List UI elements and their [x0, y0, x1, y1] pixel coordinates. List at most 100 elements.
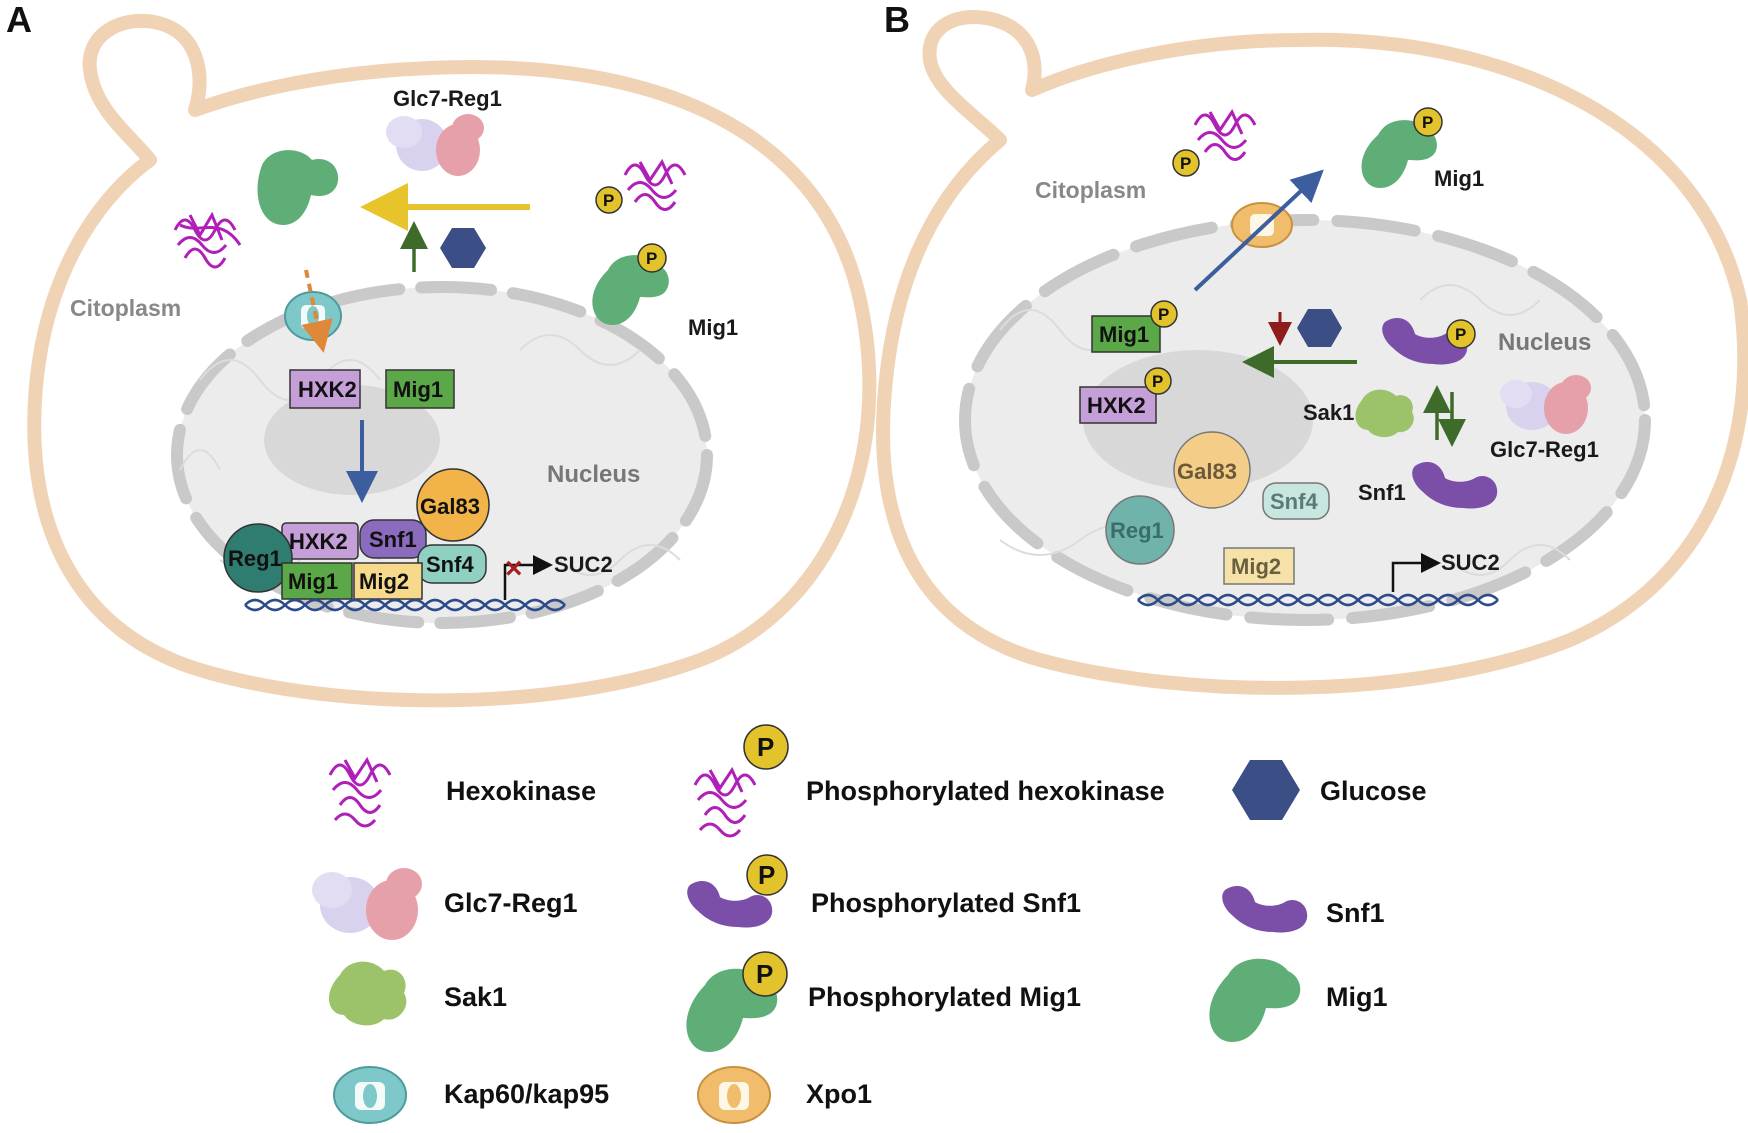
legend-glucose-icon	[1232, 760, 1300, 820]
mig1-box-a	[385, 369, 455, 409]
glc7-reg1-label-a: Glc7-Reg1	[393, 86, 502, 111]
phospho-badge-b3	[1150, 300, 1178, 328]
chromatin-b	[999, 284, 1571, 576]
phospho-hexokinase-icon-b	[1193, 108, 1257, 161]
legend-hexokinase-icon	[328, 756, 392, 828]
complex-mig2-a	[353, 562, 423, 600]
phospho-badge-b1	[1172, 149, 1200, 177]
nucleus-label-b: Nucleus	[1498, 329, 1591, 356]
glucose-icon-a	[440, 228, 486, 268]
sak1-blob-b	[1355, 389, 1414, 438]
suc2-label-a: SUC2	[554, 552, 613, 577]
phospho-label-b3: P	[1158, 305, 1169, 324]
mig1-box-label-b: Mig1	[1099, 322, 1149, 347]
legend-glc7-reg1-icon	[312, 868, 422, 940]
legend-label-xpo1: Xpo1	[806, 1079, 872, 1109]
panel-a: A Glc7-Reg1	[6, 0, 877, 708]
suc2-promoter-arrow-b	[1391, 553, 1441, 592]
phospho-badge-a2	[637, 243, 667, 273]
legend-label-snf1: Snf1	[1326, 898, 1385, 928]
phospho-label-b1: P	[1180, 154, 1191, 173]
nucleolus-b	[1083, 350, 1313, 490]
sak1-label-b: Sak1	[1303, 400, 1354, 425]
complex-snf1-label-a: Snf1	[369, 527, 417, 552]
panel-b: B Citoplasm Nucleus P P Mig1 Mig1 P HXK	[876, 0, 1748, 695]
block-x-icon: ×	[505, 552, 523, 585]
repression-complex-a	[223, 468, 490, 600]
nuclear-envelope-a	[171, 281, 713, 629]
hxk2-box-label-a: HXK2	[298, 377, 357, 402]
legend-phospho-snf1-icon	[687, 881, 773, 928]
phospho-hexokinase-icon-a	[623, 158, 687, 211]
phospho-label-b2: P	[1422, 113, 1433, 132]
import-arrow-a	[301, 269, 333, 353]
mig1-phospho-blob-b	[1361, 120, 1437, 188]
legend-phospho-badge-3	[742, 951, 788, 997]
legend-label-glc7-reg1: Glc7-Reg1	[444, 888, 578, 918]
complex-hxk2-label-a: HXK2	[289, 529, 348, 554]
suc2-promoter-arrow-a	[503, 555, 553, 600]
mig1-label-a: Mig1	[688, 315, 738, 340]
mig1-box-label-a: Mig1	[393, 377, 443, 402]
legend-label-phospho-mig1: Phosphorylated Mig1	[808, 982, 1081, 1012]
legend-label-glucose: Glucose	[1320, 776, 1427, 806]
panel-a-letter: A	[6, 0, 32, 40]
phospho-badge-b4	[1144, 367, 1172, 395]
legend-xpo1-icon	[697, 1066, 771, 1124]
dna-b	[1137, 593, 1499, 607]
legend-phospho-badge-1	[743, 724, 789, 770]
nucleolus-a	[264, 385, 440, 495]
suc2-label-b: SUC2	[1441, 550, 1500, 575]
mig2-b	[1223, 547, 1295, 585]
legend-phospho-label-2: P	[758, 860, 775, 890]
complex-mig1-a	[281, 562, 353, 600]
glc7-reg1-label-b: Glc7-Reg1	[1490, 437, 1599, 462]
legend-label-mig1: Mig1	[1326, 982, 1388, 1012]
legend-label-phospho-snf1: Phosphorylated Snf1	[811, 888, 1081, 918]
snf1-label-b: Snf1	[1358, 480, 1406, 505]
legend-phospho-label-1: P	[757, 732, 774, 762]
complex-gal83-a	[416, 468, 490, 542]
nuclear-envelope-b	[959, 214, 1651, 626]
legend-phospho-badge-2	[746, 854, 788, 896]
phospho-badge-b2	[1413, 107, 1443, 137]
legend-label-sak1: Sak1	[444, 982, 507, 1012]
legend-phospho-label-3: P	[756, 959, 773, 989]
complex-mig2-label-a: Mig2	[359, 569, 409, 594]
snf1-blob-b	[1412, 462, 1498, 509]
mig1-box-b	[1091, 315, 1161, 353]
complex-gal83-label-a: Gal83	[420, 494, 480, 519]
complex-reg1-label-a: Reg1	[228, 546, 282, 571]
gal83-b	[1173, 431, 1251, 509]
nucleus-label-a: Nucleus	[547, 461, 640, 488]
cytoplasm-label-b: Citoplasm	[1035, 177, 1146, 203]
complex-reg1-a	[223, 523, 293, 593]
phospho-label-a1: P	[603, 191, 614, 210]
mig1-phospho-blob-a	[592, 255, 669, 325]
gal83-label-b: Gal83	[1177, 459, 1237, 484]
glc7-reg1-complex-a	[386, 114, 484, 176]
legend-sak1-icon	[328, 961, 407, 1026]
dna-a	[244, 598, 566, 612]
panel-b-letter: B	[884, 0, 910, 40]
phospho-label-b5: P	[1455, 325, 1466, 344]
reg1-b	[1105, 495, 1175, 565]
phospho-badge-a1	[595, 186, 623, 214]
legend-label-kap60-kap95: Kap60/kap95	[444, 1079, 609, 1109]
legend: Hexokinase P Phosphorylated hexokinase G…	[312, 724, 1427, 1124]
hxk2-box-b	[1079, 386, 1157, 424]
complex-mig1-label-a: Mig1	[288, 569, 338, 594]
mig1-blob-a	[257, 150, 339, 225]
legend-phospho-hexokinase-icon	[693, 766, 757, 838]
mig1-label-b: Mig1	[1434, 166, 1484, 191]
snf4-label-b: Snf4	[1270, 489, 1318, 514]
snf4-b	[1262, 482, 1330, 520]
legend-mig1-icon	[1209, 958, 1301, 1042]
glucose-icon-b	[1297, 309, 1342, 347]
hxk2-box-label-b: HXK2	[1087, 393, 1146, 418]
complex-snf1-a	[359, 519, 427, 559]
legend-kap60-kap95-icon	[333, 1066, 407, 1124]
complex-snf4-label-a: Snf4	[426, 552, 474, 577]
